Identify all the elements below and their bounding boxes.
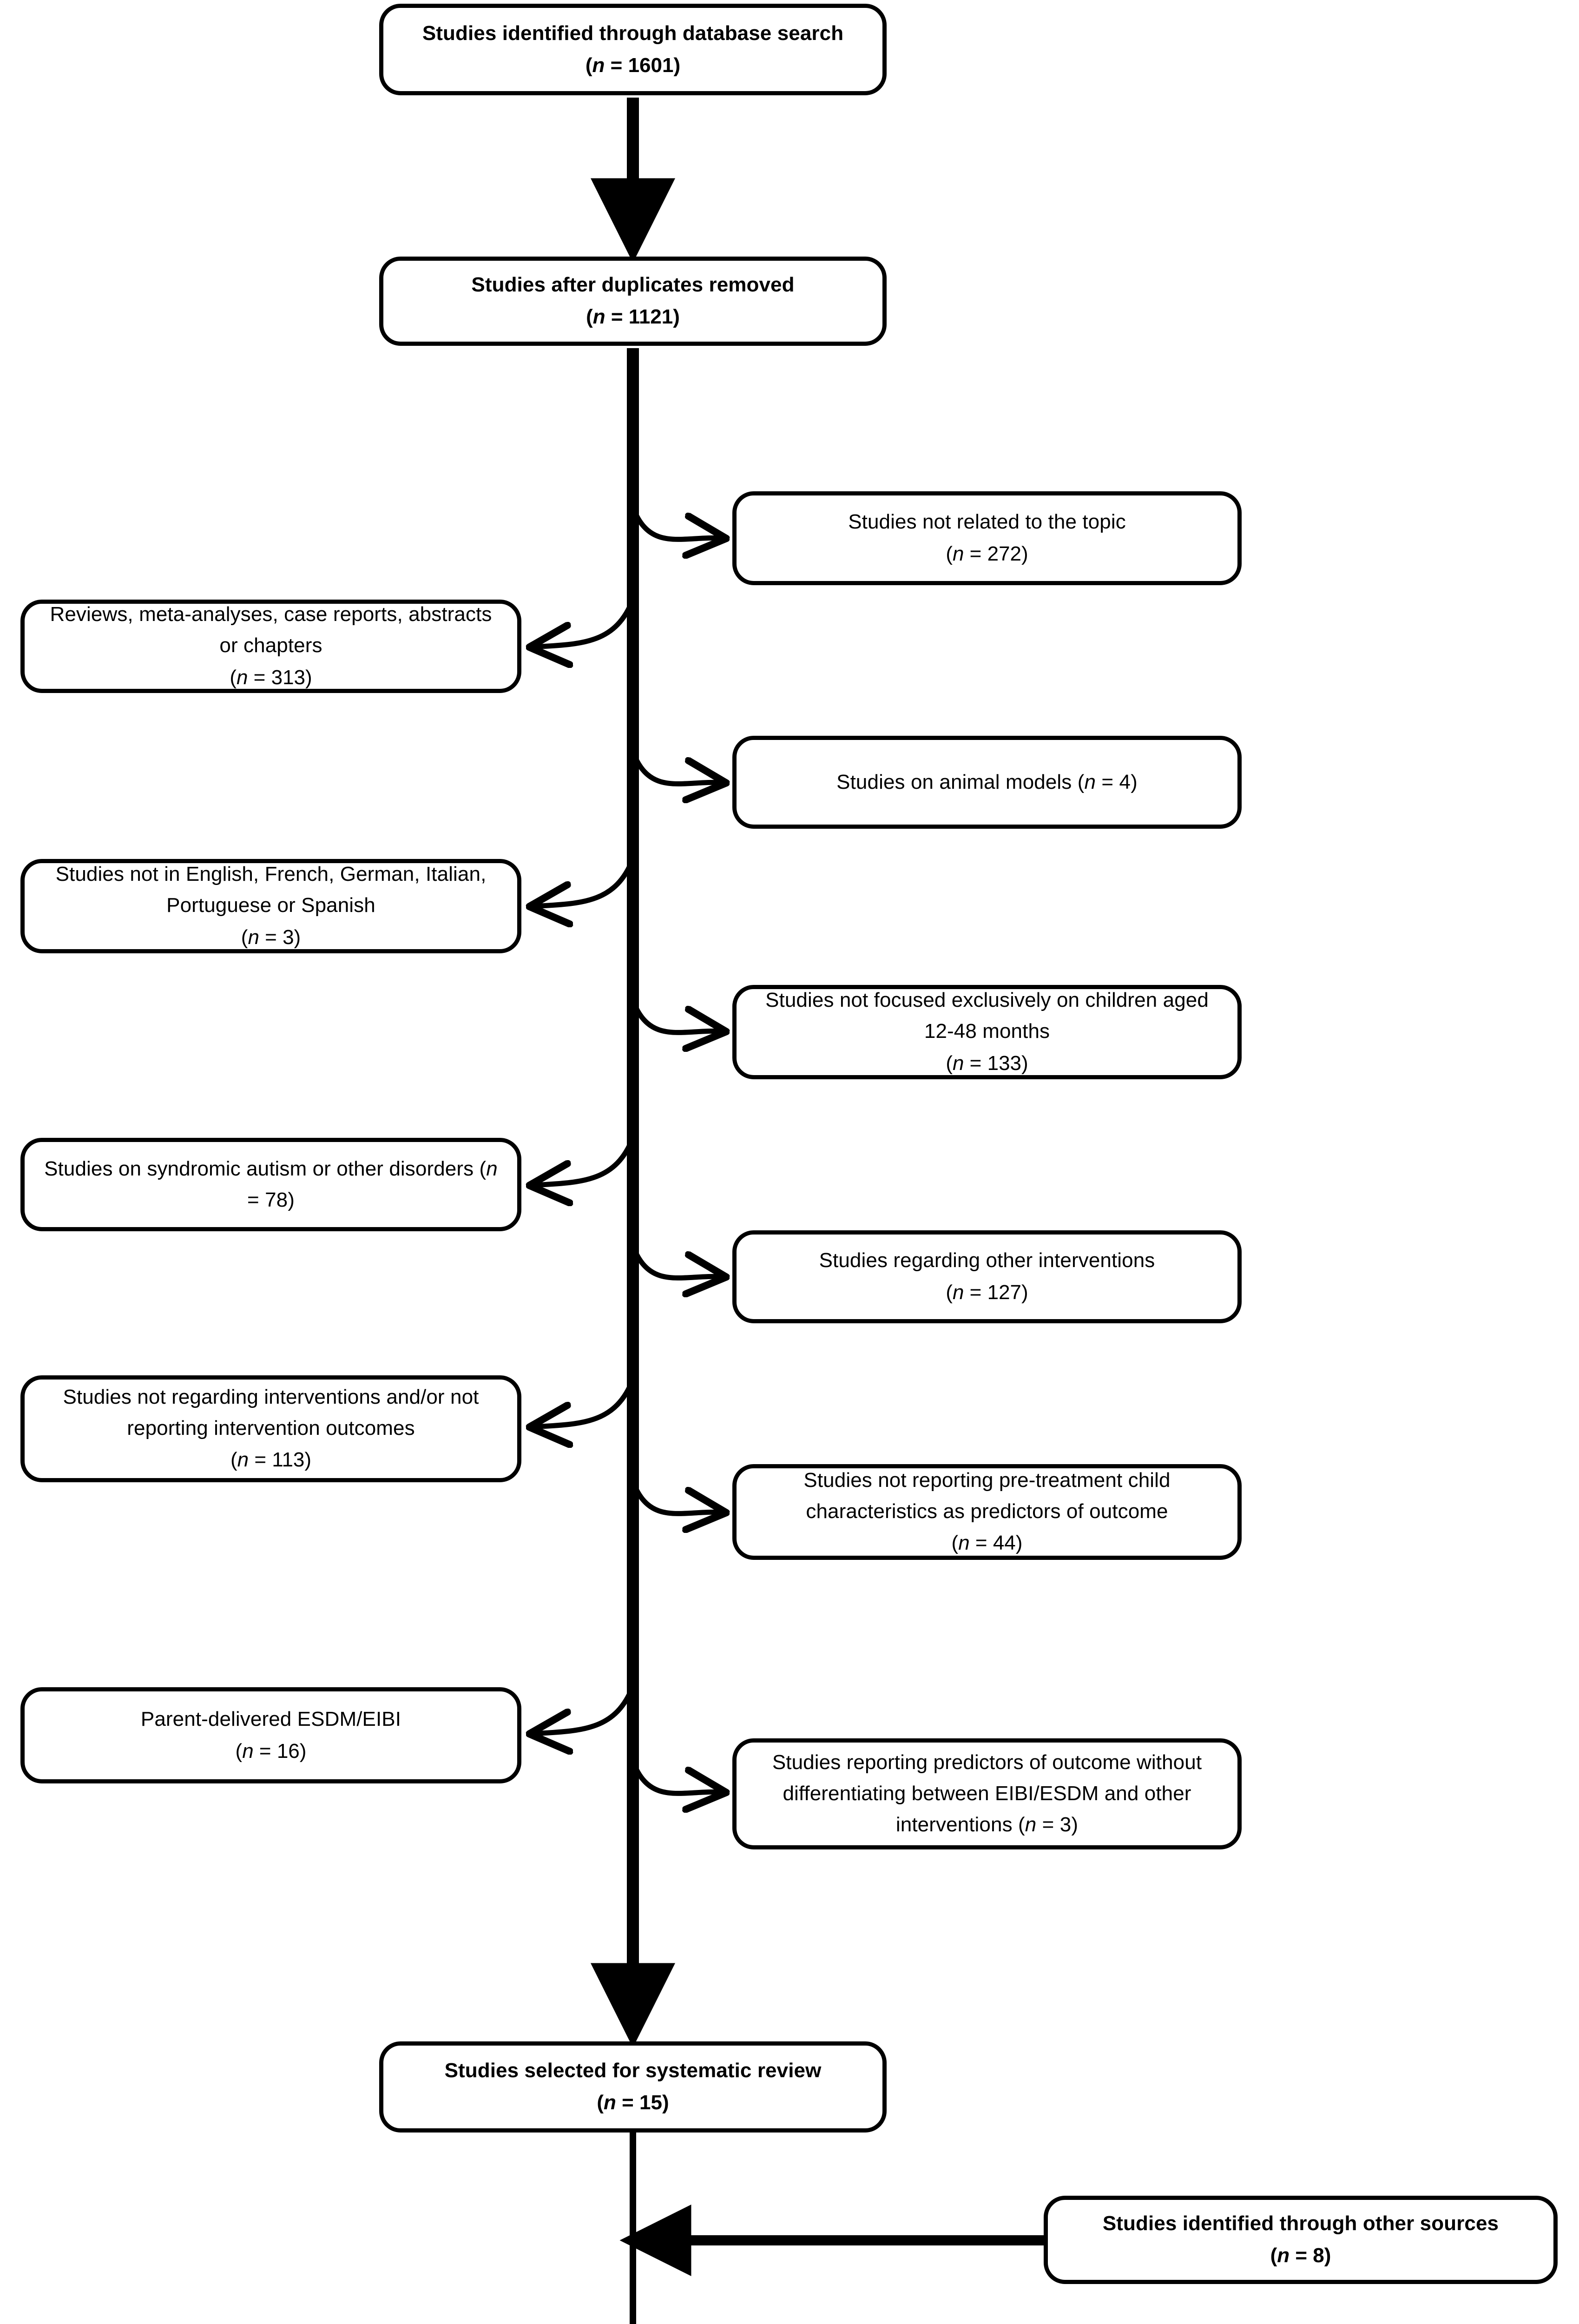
node-count: (n = 133): [946, 1051, 1028, 1075]
node-label: Studies on animal models (n = 4): [836, 770, 1138, 793]
node-label: Studies selected for systematic review: [444, 2059, 822, 2082]
node-label: Studies identified through other sources: [1102, 2212, 1499, 2235]
count-value: = 3: [259, 925, 294, 949]
count-value: = 133: [964, 1051, 1022, 1075]
node-excluded-no-differentiation: Studies reporting predictors of outcome …: [732, 1738, 1242, 1849]
node-excluded-reviews-meta-analyses: Reviews, meta-analyses, case reports, ab…: [20, 600, 521, 693]
node-label: Studies not reporting pre-treatment chil…: [803, 1468, 1171, 1523]
count-value: = 313: [248, 666, 306, 689]
node-excluded-syndromic-autism: Studies on syndromic autism or other dis…: [20, 1138, 521, 1231]
count-value: = 272: [964, 542, 1022, 565]
node-label: Studies not related to the topic: [848, 510, 1126, 534]
node-label: Reviews, meta-analyses, case reports, ab…: [50, 603, 492, 657]
node-studies-after-duplicates-removed: Studies after duplicates removed (n = 11…: [379, 257, 887, 346]
node-label: Parent-delivered ESDM/EIBI: [140, 1707, 401, 1730]
node-count: (n = 44): [951, 1532, 1023, 1555]
node-excluded-other-interventions: Studies regarding other interventions (n…: [732, 1230, 1242, 1323]
node-count: (n = 3): [241, 925, 301, 949]
node-excluded-no-pretreatment-predictors: Studies not reporting pre-treatment chil…: [732, 1464, 1242, 1560]
node-label: Studies after duplicates removed: [471, 273, 795, 297]
node-count: (n = 313): [230, 666, 312, 689]
count-value: = 127: [964, 1281, 1022, 1304]
node-label: Studies not regarding interventions and/…: [63, 1385, 479, 1439]
count-value: = 16: [253, 1739, 300, 1763]
node-label: Studies regarding other interventions: [819, 1249, 1155, 1272]
node-count: (n = 16): [235, 1739, 307, 1763]
node-label: Studies not in English, French, German, …: [55, 863, 487, 917]
node-label: Studies reporting predictors of outcome …: [772, 1751, 1202, 1836]
count-value: = 3: [1036, 1813, 1072, 1836]
node-excluded-animal-models: Studies on animal models (n = 4): [732, 736, 1242, 829]
node-label: Studies not focused exclusively on child…: [765, 989, 1209, 1043]
count-value: = 44: [969, 1532, 1016, 1555]
node-excluded-language: Studies not in English, French, German, …: [20, 859, 521, 953]
node-excluded-age-range: Studies not focused exclusively on child…: [732, 985, 1242, 1079]
node-studies-selected-systematic-review: Studies selected for systematic review (…: [379, 2041, 887, 2133]
count-value: = 4: [1096, 770, 1131, 793]
node-label: Studies identified through database sear…: [422, 21, 844, 45]
count-value: = 78: [247, 1188, 288, 1211]
node-excluded-parent-delivered: Parent-delivered ESDM/EIBI (n = 16): [20, 1687, 521, 1783]
count-value: = 15: [616, 2091, 662, 2114]
branch-arrows-left: [533, 597, 636, 1734]
node-count: (n = 15): [597, 2091, 669, 2114]
count-value: = 8: [1290, 2244, 1324, 2267]
node-count: (n = 113): [230, 1448, 312, 1472]
node-count: (n = 1121): [586, 305, 680, 328]
node-count: (n = 127): [946, 1281, 1028, 1304]
count-value: = 113: [249, 1448, 305, 1472]
node-count: (n = 272): [946, 542, 1028, 565]
count-value: = 1121: [605, 305, 673, 328]
node-count: (n = 1601): [585, 53, 681, 77]
node-studies-identified-other-sources: Studies identified through other sources…: [1044, 2196, 1558, 2284]
node-excluded-no-intervention-outcomes: Studies not regarding interventions and/…: [20, 1375, 521, 1482]
branch-arrows-right: [630, 505, 723, 1793]
node-count: (n = 8): [1270, 2244, 1331, 2267]
node-excluded-not-related-topic: Studies not related to the topic (n = 27…: [732, 491, 1242, 585]
count-value: = 1601: [605, 53, 674, 77]
node-studies-identified-database: Studies identified through database sear…: [379, 4, 887, 95]
node-label: Studies on syndromic autism or other dis…: [44, 1157, 498, 1211]
